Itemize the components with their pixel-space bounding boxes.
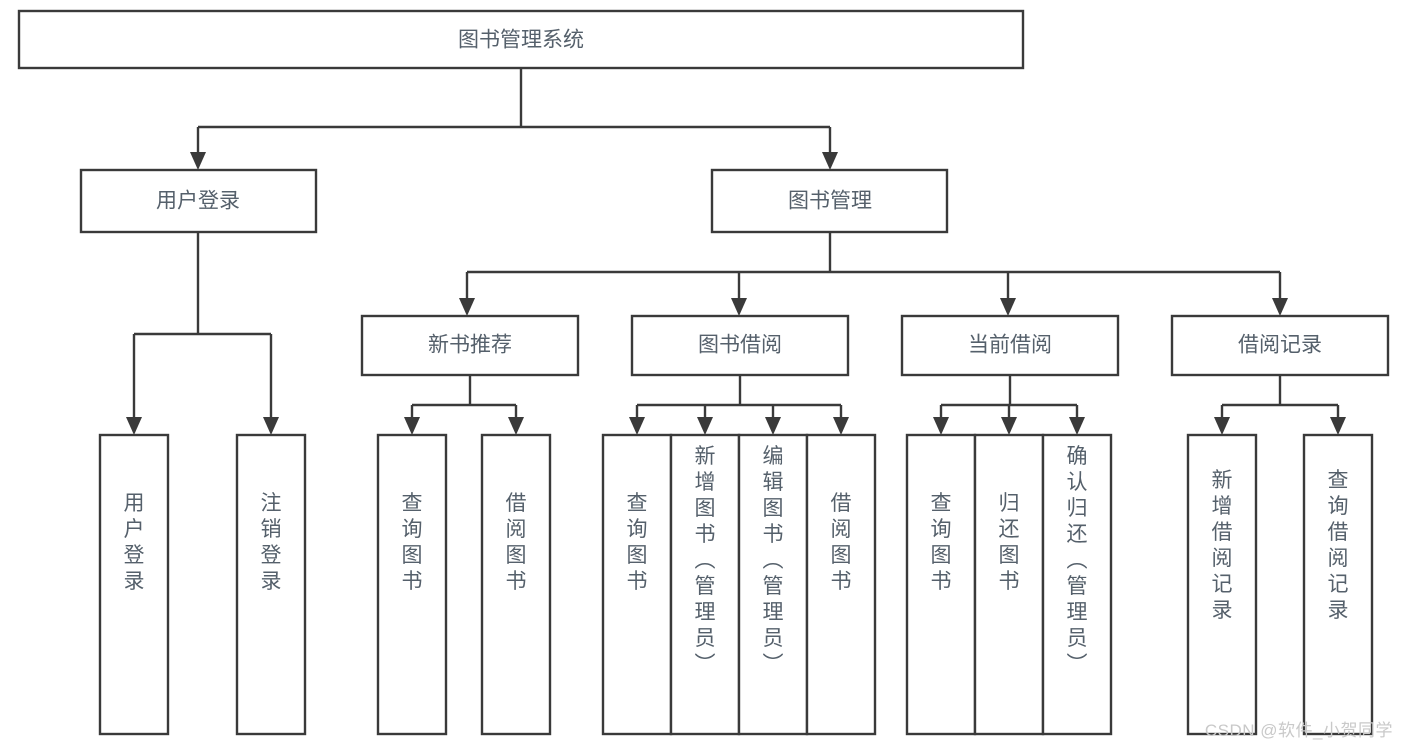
arrow-borrow-record — [1272, 298, 1288, 316]
node-leaf-confirm-return-label: 确认归还︵管理员︶ — [1067, 445, 1088, 676]
node-leaf-borrow-book-2-box[interactable] — [805, 433, 877, 736]
connectors-borrow-record-to-leaves — [1214, 375, 1346, 435]
arrow-leaf-user-login — [126, 417, 142, 435]
node-leaf-confirm-return-box[interactable] — [1041, 433, 1113, 736]
node-leaf-query-book-2[interactable]: 查询图书 — [601, 433, 673, 736]
node-user-login-label: 用户登录 — [156, 190, 240, 213]
node-new-book-recommend-label: 新书推荐 — [428, 334, 512, 357]
connectors-book-borrow-to-leaves — [629, 375, 849, 435]
node-user-login-box[interactable] — [79, 168, 318, 234]
node-book-manage-label: 图书管理 — [788, 190, 872, 213]
connectors-new-book-to-leaves — [404, 375, 524, 435]
arrow-leaf-confirm-return — [1069, 417, 1085, 435]
node-leaf-add-record-box[interactable] — [1186, 433, 1258, 736]
arrow-user-login — [190, 152, 206, 170]
node-current-borrow-label: 当前借阅 — [968, 334, 1052, 357]
node-root-box[interactable] — [17, 9, 1025, 70]
node-root-label: 图书管理系统 — [458, 29, 584, 52]
node-leaf-borrow-book-2[interactable]: 借阅图书 — [805, 433, 877, 736]
node-book-manage-box[interactable] — [710, 168, 949, 234]
node-leaf-query-record[interactable]: 查询借阅记录 — [1302, 433, 1374, 736]
node-leaf-return-book-label: 归还图书 — [999, 492, 1020, 593]
node-leaf-add-record-label: 新增借阅记录 — [1212, 469, 1233, 622]
node-leaf-query-book-3-box[interactable] — [905, 433, 977, 736]
node-user-login[interactable]: 用户登录 — [79, 168, 318, 234]
node-leaf-user-login-label: 用户登录 — [124, 492, 145, 593]
arrow-leaf-logout-login — [263, 417, 279, 435]
arrow-leaf-query-book-1 — [404, 417, 420, 435]
arrow-book-borrow — [731, 298, 747, 316]
arrow-leaf-query-record — [1330, 417, 1346, 435]
node-leaf-logout-login-box[interactable] — [235, 433, 307, 736]
node-leaf-query-book-3[interactable]: 查询图书 — [905, 433, 977, 736]
node-leaf-add-book-label: 新增图书︵管理员︶ — [695, 445, 716, 676]
node-leaf-logout-login-label: 注销登录 — [261, 492, 282, 593]
node-book-borrow[interactable]: 图书借阅 — [630, 314, 850, 377]
node-leaf-edit-book-box[interactable] — [737, 433, 809, 736]
node-leaf-borrow-book-1-label: 借阅图书 — [506, 492, 527, 593]
node-leaf-query-book-1-box[interactable] — [376, 433, 448, 736]
node-leaf-edit-book-label: 编辑图书︵管理员︶ — [763, 445, 784, 676]
node-book-manage[interactable]: 图书管理 — [710, 168, 949, 234]
node-leaf-borrow-book-1-box[interactable] — [480, 433, 552, 736]
node-book-borrow-label: 图书借阅 — [698, 334, 782, 357]
node-root[interactable]: 图书管理系统 — [17, 9, 1025, 70]
node-new-book-recommend[interactable]: 新书推荐 — [360, 314, 580, 377]
node-leaf-query-record-label: 查询借阅记录 — [1328, 469, 1349, 622]
node-leaf-query-book-1[interactable]: 查询图书 — [376, 433, 448, 736]
arrow-leaf-add-record — [1214, 417, 1230, 435]
node-leaf-logout-login[interactable]: 注销登录 — [235, 433, 307, 736]
node-borrow-record-box[interactable] — [1170, 314, 1390, 377]
node-leaf-borrow-book-2-label: 借阅图书 — [831, 492, 852, 593]
connectors-root-to-level2 — [190, 68, 838, 170]
node-leaf-edit-book[interactable]: 编辑图书︵管理员︶ — [737, 433, 809, 736]
node-leaf-query-book-3-label: 查询图书 — [931, 492, 952, 593]
node-leaf-add-book-box[interactable] — [669, 433, 741, 736]
node-leaf-return-book[interactable]: 归还图书 — [973, 433, 1045, 736]
node-new-book-recommend-box[interactable] — [360, 314, 580, 377]
node-leaf-confirm-return[interactable]: 确认归还︵管理员︶ — [1041, 433, 1113, 736]
arrow-leaf-add-book — [697, 417, 713, 435]
node-leaf-user-login-box[interactable] — [98, 433, 170, 736]
arrow-current-borrow — [1000, 298, 1016, 316]
arrow-leaf-query-book-3 — [933, 417, 949, 435]
arrow-new-book-recommend — [459, 298, 475, 316]
node-borrow-record-label: 借阅记录 — [1238, 334, 1322, 357]
node-leaf-add-book[interactable]: 新增图书︵管理员︶ — [669, 433, 741, 736]
arrow-leaf-borrow-book-2 — [833, 417, 849, 435]
node-leaf-query-book-2-label: 查询图书 — [627, 492, 648, 593]
node-book-borrow-box[interactable] — [630, 314, 850, 377]
node-borrow-record[interactable]: 借阅记录 — [1170, 314, 1390, 377]
arrow-leaf-query-book-2 — [629, 417, 645, 435]
arrow-book-manage — [822, 152, 838, 170]
node-current-borrow[interactable]: 当前借阅 — [900, 314, 1120, 377]
connectors-book-manage-to-level3 — [459, 232, 1288, 316]
arrow-leaf-return-book — [1001, 417, 1017, 435]
connectors-current-borrow-to-leaves — [933, 375, 1085, 435]
node-leaf-query-book-1-label: 查询图书 — [402, 492, 423, 593]
node-leaf-add-record[interactable]: 新增借阅记录 — [1186, 433, 1258, 736]
arrow-leaf-edit-book — [765, 417, 781, 435]
connectors-user-login-to-leaves — [126, 232, 279, 435]
node-leaf-user-login[interactable]: 用户登录 — [98, 433, 170, 736]
node-leaf-borrow-book-1[interactable]: 借阅图书 — [480, 433, 552, 736]
node-current-borrow-box[interactable] — [900, 314, 1120, 377]
arrow-leaf-borrow-book-1 — [508, 417, 524, 435]
node-leaf-query-record-box[interactable] — [1302, 433, 1374, 736]
